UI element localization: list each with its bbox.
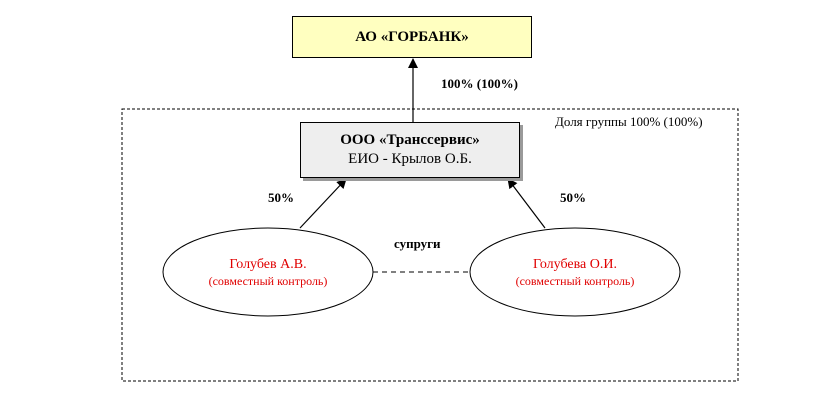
company-box: ООО «Транссервис» ЕИО - Крылов О.Б. (300, 122, 520, 178)
person-right-note: (совместный контроль) (515, 273, 635, 288)
person-left-node: Голубев А.В. (совместный контроль) (163, 228, 373, 316)
company-name: ООО «Транссервис» (340, 132, 480, 148)
arrow-right-person-to-company (507, 178, 546, 229)
person-right-ellipse (469, 227, 681, 317)
company-ceo: ЕИО - Крылов О.Б. (348, 151, 472, 167)
person-left-note: (совместный контроль) (208, 273, 328, 288)
spouses-label: супруги (394, 236, 441, 251)
person-right-node: Голубева О.И. (совместный контроль) (470, 228, 680, 316)
group-share-label: Доля группы 100% (100%) (555, 114, 703, 129)
share-label-right: 50% (560, 190, 586, 205)
arrow-left-person-to-company (299, 178, 347, 229)
group-boundary (121, 108, 739, 382)
bank-box: АО «ГОРБАНК» (292, 16, 532, 58)
person-right-name: Голубева О.И. (533, 256, 617, 272)
person-left-name: Голубев А.В. (229, 256, 307, 272)
bank-name: АО «ГОРБАНК» (355, 28, 469, 45)
share-label-bank: 100% (100%) (441, 76, 518, 91)
share-label-left: 50% (268, 190, 294, 205)
